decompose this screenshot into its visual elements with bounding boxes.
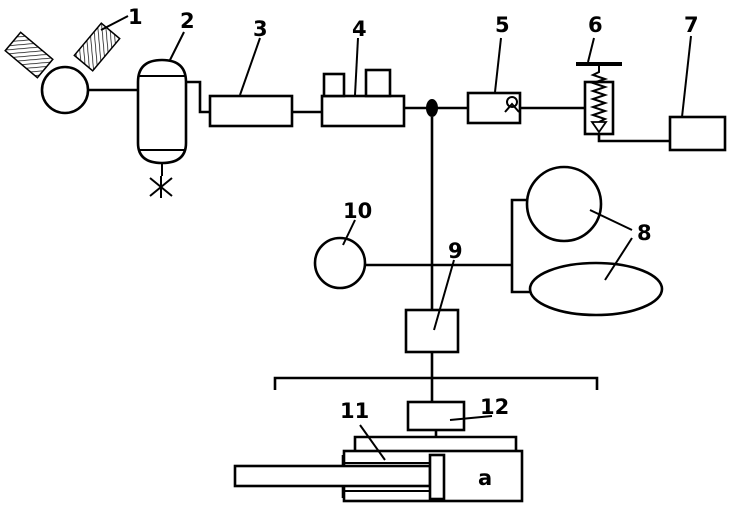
piston-head — [428, 453, 446, 501]
piston-rod — [233, 464, 432, 488]
label-8: 8 — [637, 221, 652, 245]
label-4: 4 — [352, 17, 367, 41]
reservoir-circle — [525, 165, 603, 243]
pipe-6-7 — [597, 134, 670, 143]
actuator-cylinder — [233, 435, 524, 503]
compressor — [4, 22, 121, 115]
leader-lines — [100, 15, 692, 461]
component-12-box — [406, 400, 466, 432]
component-10-circle — [313, 236, 367, 290]
spring-icon — [589, 64, 609, 123]
receiver-tank — [136, 58, 188, 198]
label-9: 9 — [448, 239, 463, 263]
compressor-cylinder-left — [4, 31, 54, 79]
drain-valve-icon — [149, 176, 173, 198]
component-9-box — [404, 308, 460, 354]
label-3: 3 — [253, 17, 268, 41]
label-6: 6 — [588, 13, 603, 37]
label-10: 10 — [343, 199, 372, 223]
compressor-cylinder-right — [73, 22, 121, 72]
label-1: 1 — [128, 5, 143, 29]
relief-valve — [576, 62, 622, 136]
label-cylinder-a: a — [478, 466, 492, 490]
check-valve — [466, 91, 522, 125]
label-2: 2 — [180, 9, 195, 33]
reservoir-ellipse — [528, 261, 664, 317]
label-12: 12 — [480, 395, 509, 419]
filter — [208, 94, 294, 128]
label-7: 7 — [684, 13, 699, 37]
component-7-box — [668, 115, 727, 152]
label-11: 11 — [340, 399, 369, 423]
label-5: 5 — [495, 13, 510, 37]
regulator — [320, 68, 406, 128]
pipe-to-8 — [510, 198, 530, 294]
junction-node — [426, 99, 438, 117]
compressor-body — [40, 65, 90, 115]
bracket-line — [273, 376, 599, 390]
pipe-2-3 — [186, 80, 210, 114]
